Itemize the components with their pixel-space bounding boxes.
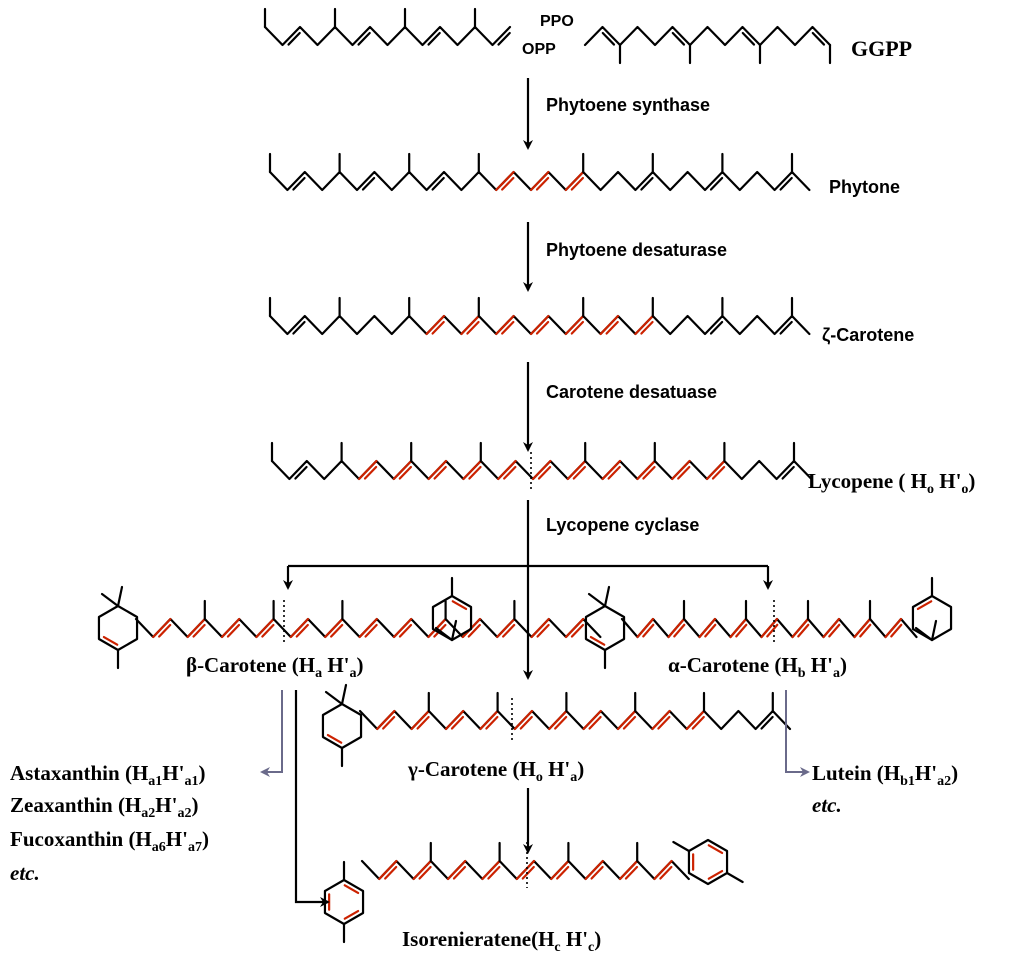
lycopene-label: Lycopene ( Ho H'o): [808, 469, 975, 497]
ggpp-right-chain: [583, 25, 832, 65]
isorenieratene-ring-left: [323, 860, 365, 944]
gamma-ring: [321, 683, 363, 768]
ggpp-left-chain: [263, 7, 512, 47]
symmetry-markers: [283, 452, 775, 888]
phytone-label: Phytone: [829, 177, 900, 197]
isorenieratene-chain: [360, 841, 690, 881]
arrow-alpha-to-lutein: [785, 690, 810, 777]
gamma-carotene-chain: [358, 691, 792, 731]
enzyme-phytoene-synthase: Phytoene synthase: [546, 95, 710, 115]
beta-ring-left: [97, 585, 139, 670]
side-product-lutein: Lutein (Hb1H'a2): [812, 761, 958, 789]
etc-right: etc.: [812, 793, 842, 817]
gamma-carotene-label: γ-Carotene (Ho H'a): [407, 757, 584, 785]
isorenieratene-label: Isorenieratene(Hc H'c): [402, 927, 601, 955]
isorenieratene-ring-right: [672, 838, 744, 886]
arrow-beta-to-isorenieratene: [294, 690, 330, 907]
enzyme-phytoene-desaturase: Phytoene desaturase: [546, 240, 727, 260]
enzyme-carotene-desaturase: Carotene desatuase: [546, 382, 717, 402]
xanthophyll-list-right: Lutein (Hb1H'a2) etc.: [812, 761, 958, 817]
enzyme-lycopene-cyclase: Lycopene cyclase: [546, 515, 699, 535]
etc-left: etc.: [10, 861, 40, 885]
zeta-carotene-label: ζ-Carotene: [822, 325, 914, 346]
molecular-structures: [97, 7, 953, 944]
zeta-carotene-chain: [268, 296, 811, 336]
opp-left-label: OPP: [522, 41, 556, 58]
xanthophyll-list-left: Astaxanthin (Ha1H'a1) Zeaxanthin (Ha2H'a…: [10, 761, 209, 885]
alpha-ring-left: [584, 585, 626, 670]
side-product-zeaxanthin: Zeaxanthin (Ha2H'a2): [10, 793, 198, 821]
beta-carotene-label: β-Carotene (Ha H'a): [186, 653, 363, 681]
side-product-astaxanthin: Astaxanthin (Ha1H'a1): [10, 761, 205, 789]
pathway-arrows: [260, 78, 810, 907]
alpha-ring-right: [911, 576, 953, 642]
ggpp-label: GGPP: [851, 36, 912, 61]
lycopene-chain: [270, 441, 813, 481]
ppo-right-label: PPO: [540, 13, 574, 30]
side-product-fucoxanthin: Fucoxanthin (Ha6H'a7): [10, 827, 209, 855]
alpha-carotene-label: α-Carotene (Hb H'a): [668, 653, 847, 681]
alpha-carotene-chain: [620, 599, 918, 639]
beta-ring-right: [431, 576, 473, 642]
phytone-chain: [268, 152, 811, 192]
beta-carotene-chain: [134, 599, 602, 639]
arrow-beta-to-xanthophylls: [260, 690, 283, 777]
